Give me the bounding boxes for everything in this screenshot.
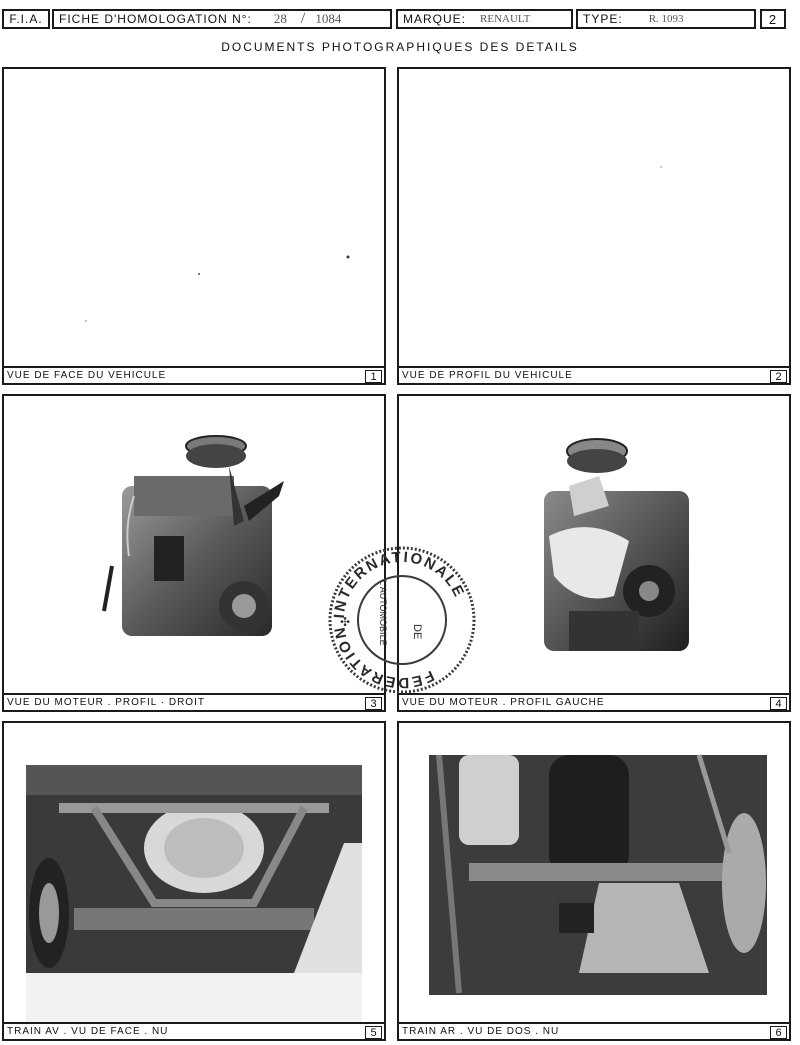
rear-axle-image: [429, 754, 767, 995]
empty-photo-area: [399, 69, 789, 366]
fiche-box: FICHE D'HOMOLOGATION N°: 28 / 1084: [52, 9, 392, 29]
panel-caption: TRAIN AV . VU DE FACE . NU: [7, 1026, 169, 1037]
panel-number: 4: [770, 697, 787, 710]
page-number: 2: [768, 11, 778, 27]
caption-bar: VUE DE FACE DU VEHICULE: [4, 366, 384, 383]
stamp-seal-icon: FEDERATION INTERNATIONALE DE L'AUTOMOBIL…: [322, 540, 482, 700]
type-label: TYPE:: [583, 12, 623, 26]
speckle-marks: [85, 255, 350, 322]
type-value: R. 1093: [648, 13, 684, 25]
photo-panel-front-axle: TRAIN AV . VU DE FACE . NU 5: [2, 721, 386, 1041]
marque-value: RENAULT: [480, 13, 531, 25]
panel-number: 6: [770, 1026, 787, 1039]
panel-caption: TRAIN AR . VU DE DOS . NU: [402, 1026, 560, 1037]
page-number-box: 2: [760, 9, 786, 29]
panel-number: 1: [365, 370, 382, 383]
caption-bar: VUE DU MOTEUR . PROFIL GAUCHE: [399, 693, 789, 710]
fiche-number-b: 1084: [315, 11, 342, 26]
caption-bar: VUE DU MOTEUR . PROFIL · DROIT: [4, 693, 384, 710]
caption-bar: VUE DE PROFIL DU VEHICULE: [399, 366, 789, 383]
marque-box: MARQUE: RENAULT: [396, 9, 573, 29]
panel-number: 2: [770, 370, 787, 383]
fiche-number-a: 28: [273, 11, 287, 26]
marque-label: MARQUE:: [403, 12, 467, 26]
photo-panel-side-view: VUE DE PROFIL DU VEHICULE 2: [397, 67, 791, 385]
photo-panel-front-view: VUE DE FACE DU VEHICULE 1: [2, 67, 386, 385]
engine-photo-left: [399, 396, 789, 693]
engine-right-image: [102, 435, 284, 636]
federation-stamp: FEDERATION INTERNATIONALE DE L'AUTOMOBIL…: [322, 540, 482, 700]
fia-box: F.I.A.: [2, 9, 50, 29]
engine-photo-right: [4, 396, 384, 693]
panel-number: 3: [365, 697, 382, 710]
svg-text:L'AUTOMOBILE: L'AUTOMOBILE: [378, 580, 388, 646]
photo-panel-rear-axle: TRAIN AR . VU DE DOS . NU 6: [397, 721, 791, 1041]
caption-bar: TRAIN AR . VU DE DOS . NU: [399, 1022, 789, 1039]
photo-panel-engine-left: VUE DU MOTEUR . PROFIL GAUCHE 4: [397, 394, 791, 712]
page-subtitle: DOCUMENTS PHOTOGRAPHIQUES DES DETAILS: [221, 40, 579, 54]
fiche-label: FICHE D'HOMOLOGATION N°:: [59, 12, 252, 26]
svg-text:✣: ✣: [340, 615, 350, 629]
engine-left-image: [544, 438, 689, 651]
fiche-separator: /: [300, 10, 306, 27]
caption-bar: TRAIN AV . VU DE FACE . NU: [4, 1022, 384, 1039]
empty-photo-area: [4, 69, 384, 366]
panel-caption: VUE DU MOTEUR . PROFIL · DROIT: [7, 697, 205, 708]
front-axle-image: [26, 765, 362, 1022]
panel-caption: VUE DE FACE DU VEHICULE: [7, 370, 167, 381]
type-box: TYPE: R. 1093: [576, 9, 756, 29]
speckle-marks: [660, 166, 662, 168]
panel-caption: VUE DE PROFIL DU VEHICULE: [402, 370, 573, 381]
svg-text:DE: DE: [411, 624, 423, 639]
panel-number: 5: [365, 1026, 382, 1039]
photo-panel-engine-right: VUE DU MOTEUR . PROFIL · DROIT 3: [2, 394, 386, 712]
rear-axle-photo: [399, 723, 789, 1022]
front-axle-photo: [4, 723, 384, 1022]
panel-caption: VUE DU MOTEUR . PROFIL GAUCHE: [402, 697, 605, 708]
fia-label: F.I.A.: [9, 12, 43, 26]
